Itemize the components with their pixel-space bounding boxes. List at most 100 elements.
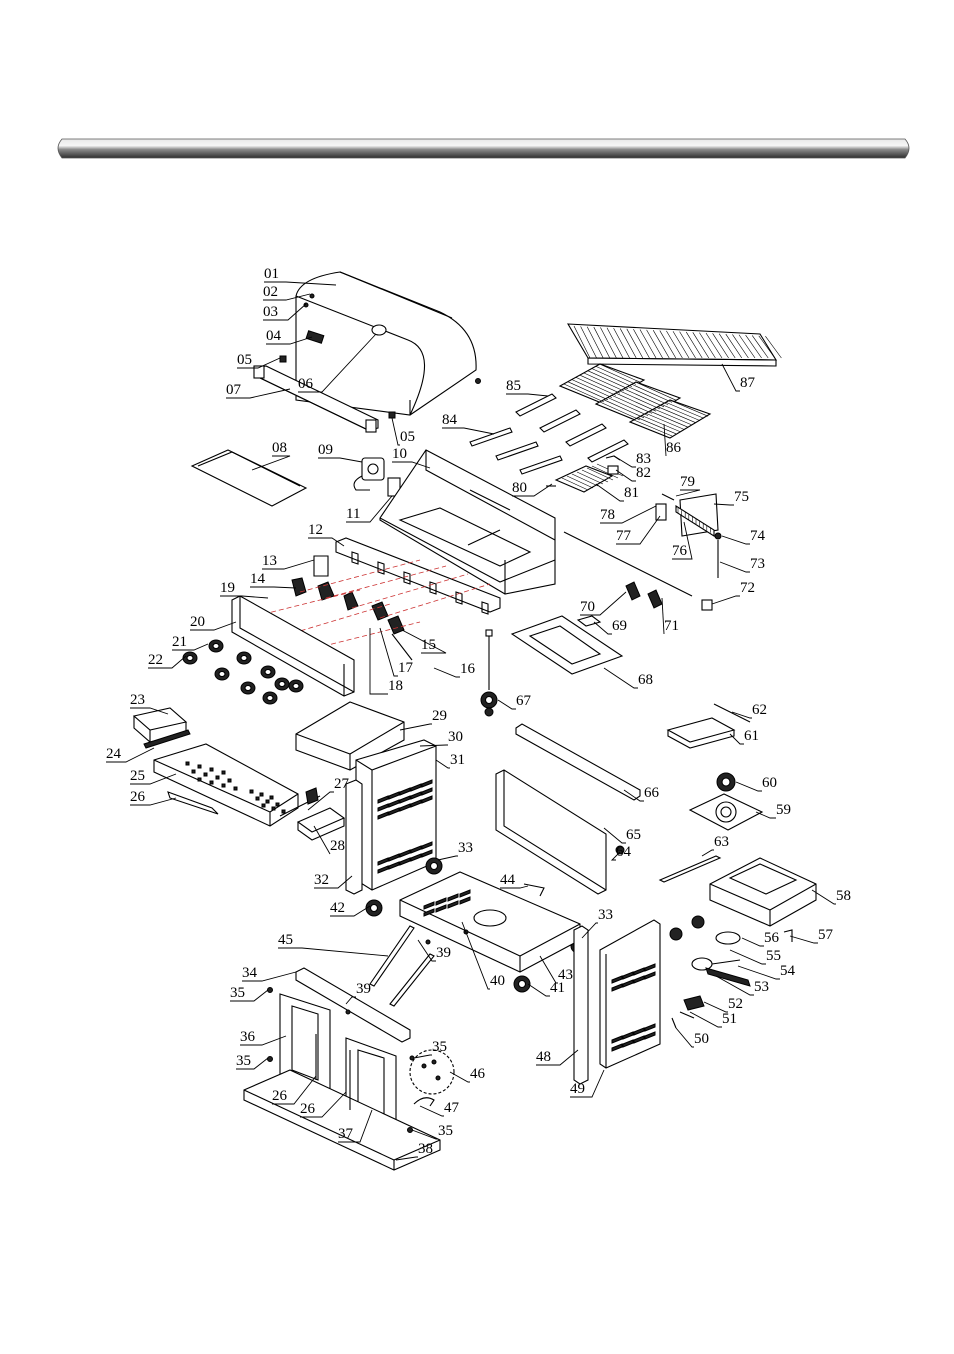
part-label: 08 <box>272 440 287 456</box>
leader-line <box>263 303 307 321</box>
part-cooking-grates <box>558 363 712 439</box>
part-label: 75 <box>734 489 749 505</box>
leader-line <box>433 667 460 678</box>
part-label: 66 <box>644 785 660 801</box>
leader-line <box>713 503 734 506</box>
part-rotisserie-burner <box>655 493 722 578</box>
part-label: 43 <box>558 967 573 983</box>
leader-line <box>401 629 447 654</box>
part-label: 57 <box>818 927 834 943</box>
leader-line <box>675 1027 694 1048</box>
part-firebox <box>379 449 556 595</box>
part-label: 26 <box>272 1088 288 1104</box>
part-label: 60 <box>762 775 777 791</box>
leader-line <box>729 733 744 745</box>
part-bolt-44 <box>523 883 545 897</box>
leader-line <box>672 521 693 560</box>
leader-line <box>379 627 398 677</box>
leader-line <box>675 489 701 497</box>
part-label: 13 <box>262 553 277 569</box>
header-bar <box>57 138 910 159</box>
part-label: 25 <box>130 768 145 784</box>
part-label: 01 <box>264 266 279 282</box>
leader-line <box>190 621 237 631</box>
leader-line <box>220 595 269 599</box>
part-label: 39 <box>436 945 451 961</box>
leader-line <box>391 417 400 446</box>
leader-line <box>603 667 638 689</box>
leader-line <box>264 281 337 286</box>
part-label: 34 <box>242 965 258 981</box>
leader-line <box>755 811 776 819</box>
part-label: 67 <box>516 693 532 709</box>
leader-line <box>419 1105 444 1117</box>
part-label: 03 <box>263 304 278 320</box>
part-label: 59 <box>776 802 791 818</box>
part-label: 30 <box>448 729 463 745</box>
leader-line <box>262 559 315 570</box>
part-bracket-05a <box>279 355 287 363</box>
part-label: 41 <box>550 980 565 996</box>
leader-line <box>250 586 297 589</box>
part-label: 35 <box>438 1123 453 1139</box>
part-label: 61 <box>744 728 759 744</box>
leader-line <box>527 983 550 997</box>
part-label: 52 <box>728 996 743 1012</box>
part-label: 02 <box>263 284 278 300</box>
leader-line <box>338 1109 373 1143</box>
leader-line <box>242 971 297 982</box>
part-ir-burner <box>546 455 624 493</box>
leader-line <box>689 1011 722 1028</box>
leader-line <box>419 744 448 747</box>
part-label: 28 <box>330 838 345 854</box>
part-label: 68 <box>638 672 653 688</box>
leader-line <box>392 461 431 469</box>
leader-line <box>369 628 388 695</box>
leader-line <box>506 393 549 397</box>
part-label: 11 <box>346 506 360 522</box>
part-label: 47 <box>444 1100 460 1116</box>
leader-line <box>237 357 281 369</box>
part-spit-forks <box>625 581 663 609</box>
leader-line <box>395 1156 418 1161</box>
part-label: 44 <box>500 872 516 888</box>
leader-line <box>811 889 836 905</box>
part-label: 33 <box>598 907 613 923</box>
part-cart-right-panel <box>573 919 661 1085</box>
part-label: 58 <box>836 888 851 904</box>
leader-line <box>731 711 752 719</box>
part-label: 14 <box>250 571 266 587</box>
leader-line <box>308 537 345 547</box>
leader-line <box>593 621 612 635</box>
part-label: 27 <box>334 776 350 792</box>
part-label: 46 <box>470 1066 486 1082</box>
leader-line <box>442 427 495 435</box>
leader-line <box>251 455 291 471</box>
leader-line <box>313 825 331 855</box>
leader-line <box>417 939 436 962</box>
leader-line <box>616 515 661 545</box>
part-label: 36 <box>240 1029 256 1045</box>
part-heat-shield <box>190 449 308 507</box>
part-label: 65 <box>626 827 641 843</box>
part-label: 49 <box>570 1081 585 1097</box>
part-label: 05 <box>400 429 415 445</box>
leader-line <box>536 1049 579 1066</box>
part-label: 37 <box>338 1126 354 1142</box>
leader-line <box>595 483 624 502</box>
leader-line <box>623 789 644 802</box>
part-label: 86 <box>666 440 682 456</box>
part-label: 56 <box>764 930 780 946</box>
part-label: 39 <box>356 981 371 997</box>
part-label: 83 <box>636 451 651 467</box>
leader-line <box>318 457 363 463</box>
part-label: 69 <box>612 618 627 634</box>
part-label: 38 <box>418 1141 433 1157</box>
part-side-table <box>295 701 405 771</box>
leader-line <box>711 595 740 605</box>
leader-line <box>603 827 626 844</box>
part-label: 55 <box>766 948 781 964</box>
leader-line <box>435 759 450 769</box>
part-side-burner-right <box>658 703 817 1029</box>
part-label: 05 <box>237 352 252 368</box>
